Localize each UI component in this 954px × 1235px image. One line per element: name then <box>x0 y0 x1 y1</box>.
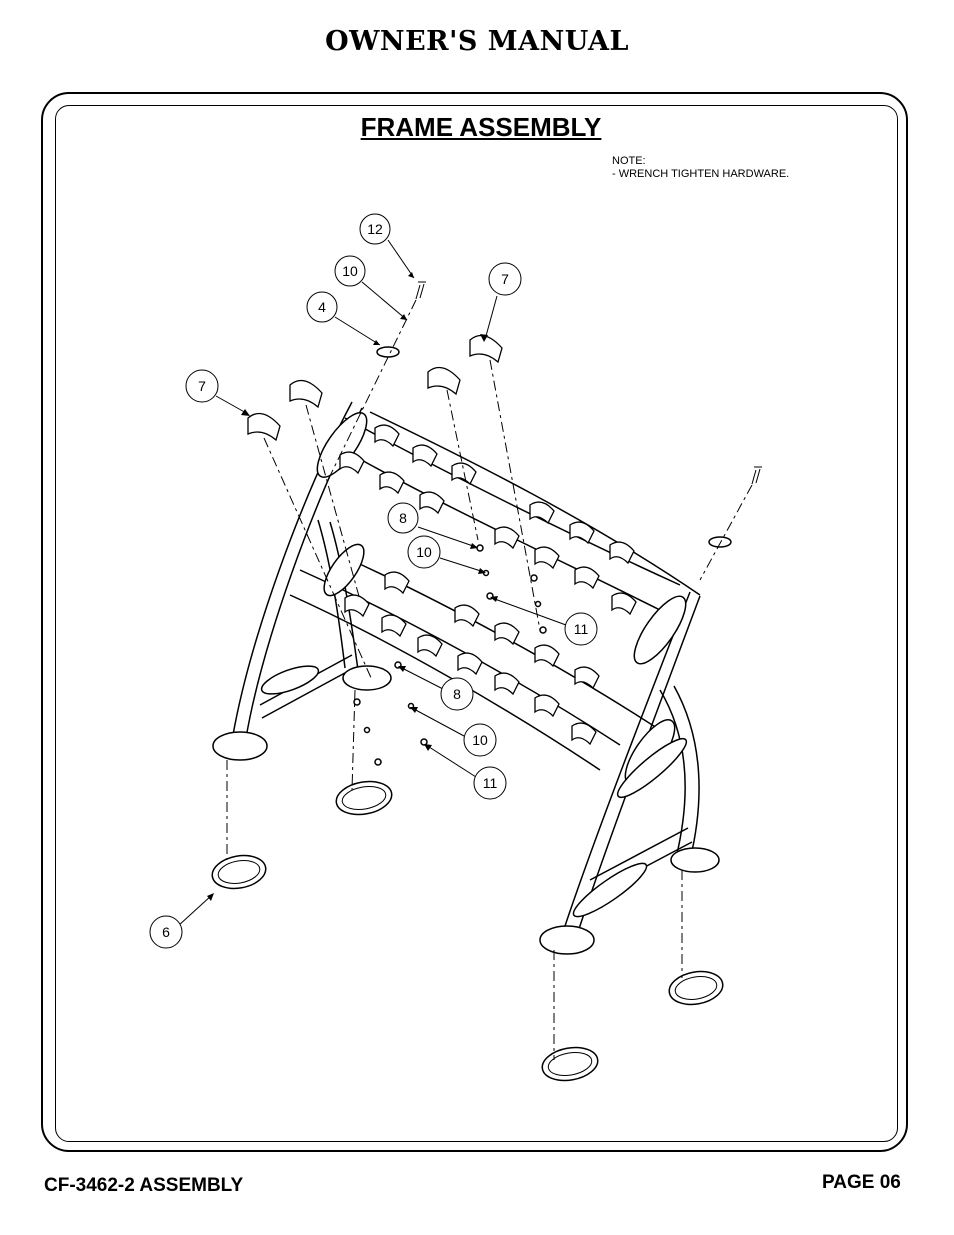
page-frame-outer <box>41 92 908 1152</box>
callout-8-upper: 8 <box>387 502 419 534</box>
svg-text:10: 10 <box>342 263 358 279</box>
callout-10-lower: 10 <box>463 723 497 757</box>
callout-6: 6 <box>149 915 183 949</box>
note-heading: NOTE: <box>612 155 646 167</box>
assembly-centerlines <box>226 299 753 1060</box>
note-block: NOTE: - WRENCH TIGHTEN HARDWARE. <box>612 155 789 181</box>
callout-7-right: 7 <box>488 262 522 296</box>
svg-text:10: 10 <box>472 732 488 748</box>
leader-lines <box>177 239 567 927</box>
svg-text:12: 12 <box>367 221 383 237</box>
callout-8-lower: 8 <box>440 677 474 711</box>
callout-11-lower: 11 <box>473 766 507 800</box>
footer-page-number: PAGE 06 <box>822 1172 901 1193</box>
callout-4: 4 <box>306 291 338 323</box>
svg-text:6: 6 <box>162 924 170 940</box>
footer-model-label: CF-3462-2 ASSEMBLY <box>44 1175 244 1196</box>
callout-7-left: 7 <box>185 369 219 403</box>
svg-text:11: 11 <box>574 621 589 637</box>
exploded-parts <box>211 281 762 1082</box>
note-line: - WRENCH TIGHTEN HARDWARE. <box>612 168 790 180</box>
callout-11-upper: 11 <box>564 612 598 646</box>
manual-title: OWNER'S MANUAL <box>325 26 629 57</box>
section-title: FRAME ASSEMBLY <box>360 112 602 142</box>
svg-text:7: 7 <box>501 271 509 287</box>
svg-text:10: 10 <box>416 544 432 560</box>
svg-text:7: 7 <box>198 378 206 394</box>
svg-text:8: 8 <box>399 510 407 526</box>
callout-12: 12 <box>359 213 391 245</box>
svg-text:8: 8 <box>453 686 461 702</box>
svg-text:4: 4 <box>318 299 326 315</box>
svg-text:11: 11 <box>483 775 498 791</box>
page-frame-inner <box>55 105 898 1142</box>
rack-frame <box>212 401 720 955</box>
callout-10-upper: 10 <box>407 535 441 569</box>
callout-10-top: 10 <box>334 255 366 287</box>
